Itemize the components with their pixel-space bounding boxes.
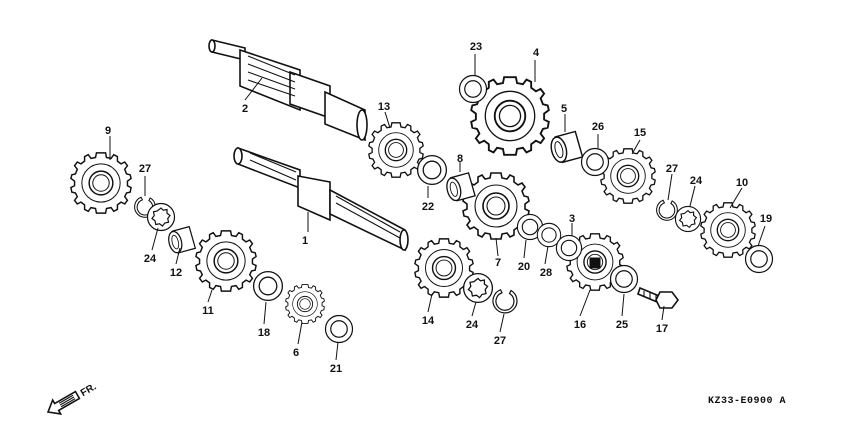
front-direction-label: FR. [79, 381, 99, 399]
mainshaft-1 [233, 146, 409, 252]
callout-22: 22 [422, 201, 434, 213]
washer-3 [555, 234, 583, 262]
callout-9: 9 [105, 125, 111, 137]
callout-11: 11 [202, 305, 214, 317]
washer-21 [324, 314, 354, 344]
bushing-8 [444, 172, 476, 203]
washer-18 [252, 270, 284, 302]
callout-27-right: 27 [666, 163, 678, 175]
leader-lines [109, 54, 766, 361]
bushing-12 [166, 226, 196, 255]
callout-10: 10 [736, 177, 748, 189]
washer-24-middle [462, 272, 494, 304]
washer-22 [416, 154, 448, 186]
circlip-27-right [656, 199, 678, 221]
callout-24-right: 24 [690, 175, 703, 187]
callout-labels: 1 2 3 4 5 6 7 8 9 10 11 12 13 14 15 16 1… [105, 41, 772, 375]
callout-2: 2 [242, 103, 248, 115]
callout-15: 15 [634, 127, 646, 139]
gear-10 [700, 202, 756, 258]
callout-14: 14 [422, 315, 435, 327]
gear-6 [285, 284, 325, 324]
bushing-5 [548, 130, 584, 165]
callout-24-left: 24 [144, 253, 157, 265]
callout-13: 13 [378, 101, 390, 113]
callout-7: 7 [495, 257, 501, 269]
callout-6: 6 [293, 347, 299, 359]
callout-1: 1 [302, 235, 308, 247]
washer-25 [609, 264, 639, 294]
gear-11 [195, 230, 257, 292]
callout-20: 20 [518, 261, 530, 273]
front-direction-arrow: FR. [46, 381, 99, 415]
callout-16: 16 [574, 319, 586, 331]
callout-3: 3 [569, 213, 575, 225]
callout-23: 23 [470, 41, 482, 53]
drive-sprocket-16 [566, 233, 624, 291]
callout-24-middle: 24 [466, 319, 479, 331]
callout-12: 12 [170, 267, 182, 279]
callout-25: 25 [616, 319, 628, 331]
gear-15 [600, 148, 656, 204]
callout-18: 18 [258, 327, 270, 339]
callout-17: 17 [656, 323, 668, 335]
circlip-27-bottom [492, 289, 518, 314]
callout-19: 19 [760, 213, 772, 225]
callout-28: 28 [540, 267, 552, 279]
callout-27-left: 27 [139, 163, 151, 175]
diagram-code: KZ33-E0900 A [708, 396, 787, 407]
washer-24-left [146, 202, 176, 232]
callout-27-bottom: 27 [494, 335, 506, 347]
washer-19 [744, 244, 774, 274]
callout-21: 21 [330, 363, 342, 375]
bolt-17 [637, 286, 679, 309]
callout-5: 5 [561, 103, 567, 115]
callout-8: 8 [457, 153, 463, 165]
countershaft-2 [208, 38, 368, 142]
washer-23 [458, 74, 488, 104]
washer-26 [580, 147, 610, 177]
callout-4: 4 [533, 47, 540, 59]
gear-9 [70, 152, 132, 214]
callout-26: 26 [592, 121, 604, 133]
washer-24-right [674, 205, 702, 233]
gear-13 [368, 122, 424, 178]
